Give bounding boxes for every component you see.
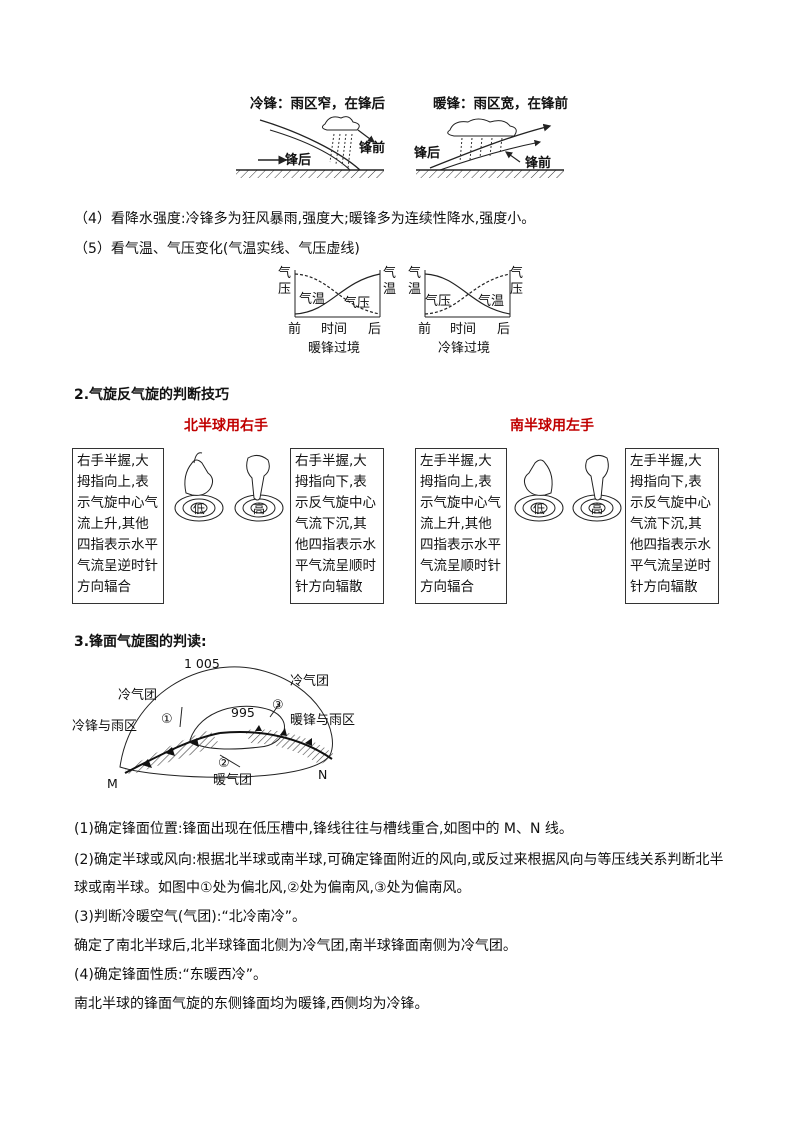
cold-front-title: 冷锋：雨区窄，在锋后 xyxy=(250,96,385,112)
marker-3: ③ xyxy=(272,698,284,713)
cold-chart-right-label: 气压 xyxy=(510,266,524,297)
frontal-cyclone-diagram xyxy=(119,666,335,778)
cold-chart-left-label: 气温 xyxy=(408,266,422,297)
warm-chart-caption: 暖锋过境 xyxy=(308,341,361,356)
point-m-label: M xyxy=(107,776,118,791)
cold-front-diagram xyxy=(236,116,384,178)
isobar-1005: 1 005 xyxy=(184,656,220,671)
cold-chart-inner-temp: 气温 xyxy=(478,294,505,309)
north-hand-illustrations xyxy=(174,452,284,522)
warm-chart-inner-temp: 气温 xyxy=(299,292,326,307)
point-n-label: N xyxy=(318,767,328,782)
marker-2: ② xyxy=(218,756,230,771)
north-anticyclone-box: 右手半握,大 拇指向下,表 示反气旋中心 气流下沉,其 他四指表示水 平气流呈顺… xyxy=(290,448,384,604)
warm-back-label: 锋后 xyxy=(414,146,441,161)
warm-air-label: 暖气团 xyxy=(213,773,253,788)
north-low-label: 低 xyxy=(193,502,206,516)
cold-air-left-label: 冷气团 xyxy=(118,688,158,703)
south-hand-illustrations xyxy=(514,454,622,522)
cold-back-label: 锋后 xyxy=(285,153,312,168)
north-high-label: 高 xyxy=(253,502,266,516)
cold-chart-caption: 冷锋过境 xyxy=(438,341,491,356)
warm-chart-x-after: 后 xyxy=(368,322,382,337)
warm-chart-left-label: 气压 xyxy=(278,266,292,297)
section3-p2a: (2)确定半球或风向:根据北半球或南半球,可确定锋面附近的风向,或反过来根据风向… xyxy=(74,852,724,868)
warm-chart-x-mid: 时间 xyxy=(321,322,348,337)
south-anticyclone-box: 左手半握,大 拇指向下,表 示反气旋中心 气流下沉,其 他四指表示水 平气流呈逆… xyxy=(625,448,719,604)
south-high-label: 高 xyxy=(591,502,604,516)
section3-p2b: 球或南半球。如图中①处为偏北风,②处为偏南风,③处为偏南风。 xyxy=(74,880,471,896)
section3-p3: (3)判断冷暖空气(气团):“北冷南冷”。 xyxy=(74,909,306,925)
warm-chart-x-before: 前 xyxy=(288,322,302,337)
south-hemisphere-title: 南半球用左手 xyxy=(510,418,594,434)
warm-front-rain-label: 暖锋与雨区 xyxy=(290,713,356,728)
warm-chart-right-label: 气温 xyxy=(383,266,397,297)
section2-heading: 2.气旋反气旋的判断技巧 xyxy=(74,387,230,403)
item-5: （5）看气温、气压变化(气温实线、气压虚线) xyxy=(74,241,360,257)
warm-chart-inner-pressure: 气压 xyxy=(344,296,371,311)
south-low-label: 低 xyxy=(533,502,546,516)
warm-passage-chart xyxy=(294,270,381,318)
section3-p3b: 确定了南北半球后,北半球锋面北侧为冷气团,南半球锋面南侧为冷气团。 xyxy=(74,938,517,954)
cold-front-label: 锋前 xyxy=(359,141,386,156)
section3-heading: 3.锋面气旋图的判读: xyxy=(74,634,207,650)
cold-passage-chart xyxy=(424,270,511,318)
item-4: （4）看降水强度:冷锋多为狂风暴雨,强度大;暖锋多为连续性降水,强度小。 xyxy=(74,211,536,227)
cold-chart-inner-pressure: 气压 xyxy=(425,294,452,309)
north-cyclone-box: 右手半握,大 拇指向上,表 示气旋中心气 流上升,其他 四指表示水平 气流呈逆时… xyxy=(72,448,164,604)
marker-1: ① xyxy=(161,712,173,727)
warm-front-title: 暖锋：雨区宽，在锋前 xyxy=(433,96,568,112)
warm-front-diagram xyxy=(416,118,564,178)
section3-p1: (1)确定锋面位置:锋面出现在低压槽中,锋线往往与槽线重合,如图中的 M、N 线… xyxy=(74,821,573,837)
cold-chart-x-after: 后 xyxy=(497,322,511,337)
section3-p4: (4)确定锋面性质:“东暖西冷”。 xyxy=(74,967,268,983)
section3-p4b: 南北半球的锋面气旋的东侧锋面均为暖锋,西侧均为冷锋。 xyxy=(74,996,429,1012)
warm-front-label: 锋前 xyxy=(525,156,552,171)
cold-chart-x-mid: 时间 xyxy=(450,322,477,337)
isobar-995: 995 xyxy=(231,705,255,720)
cold-front-rain-label: 冷锋与雨区 xyxy=(72,719,138,734)
cold-chart-x-before: 前 xyxy=(418,322,432,337)
north-hemisphere-title: 北半球用右手 xyxy=(184,418,268,434)
cold-air-right-label: 冷气团 xyxy=(290,674,330,689)
south-cyclone-box: 左手半握,大 拇指向上,表 示气旋中心气 流上升,其他 四指表示水平 气流呈顺时… xyxy=(415,448,507,604)
